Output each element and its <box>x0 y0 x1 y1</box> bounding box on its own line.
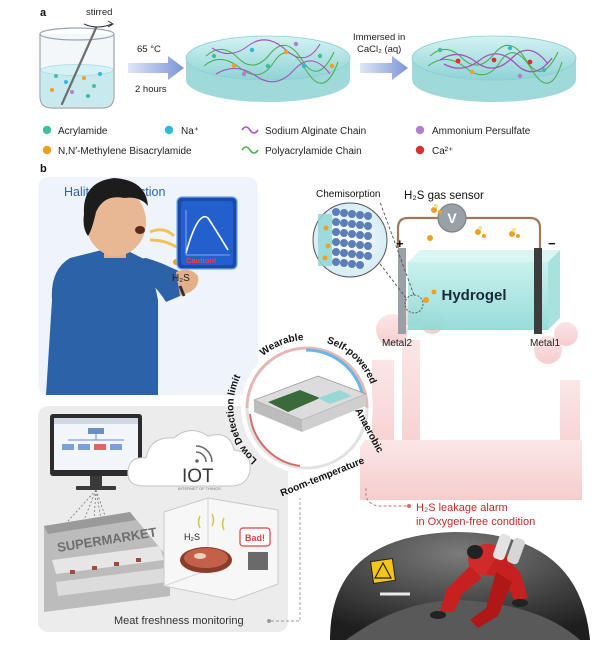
stir-arrow-icon <box>83 23 113 28</box>
panel-b-label: b <box>40 163 47 175</box>
chemisorption-label: Chemisorption <box>316 189 380 200</box>
legend-swatch-3 <box>415 125 425 135</box>
step1-time: 2 hours <box>135 84 167 95</box>
h2s-sensor-panel: H₂S gas sensor V + − <box>367 190 560 334</box>
step2-line1: Immersed in <box>353 32 405 43</box>
legend-swatch-5 <box>241 146 259 154</box>
meat-connector <box>271 498 301 622</box>
supermarket <box>44 512 170 612</box>
iot-cloud <box>127 430 251 487</box>
firefighter <box>430 533 528 628</box>
process-arrow-1-icon <box>128 56 184 80</box>
factory-background <box>360 298 582 500</box>
leakage-connector <box>365 488 408 507</box>
meat-freshness-caption: Meat freshness monitoring <box>114 615 244 627</box>
plus-terminal-label: + <box>396 236 404 251</box>
legend-item-mba: N,N′-Methylene Bisacrylamide <box>58 146 192 157</box>
stirred-label: stirred <box>86 7 112 18</box>
panel-a-label: a <box>40 7 47 19</box>
person-h2s-label: H₂S <box>172 273 190 284</box>
warning-sign-icon <box>370 558 396 584</box>
meat-box <box>163 497 279 601</box>
process-arrow-2-icon <box>360 56 408 80</box>
metal1-label: Metal1 <box>530 338 560 349</box>
hydrogel-dish <box>411 35 577 102</box>
beaker <box>39 26 115 109</box>
metal2-label: Metal2 <box>382 338 412 349</box>
caution-text: Caution! <box>186 256 216 265</box>
legend-item-sodium-alginate: Sodium Alginate Chain <box>265 126 366 137</box>
leakage-title: H₂S leakage alarm <box>416 502 508 514</box>
legend-item-ammonium-persulfate: Ammonium Persulfate <box>432 126 531 137</box>
legend-swatch-1 <box>164 125 174 135</box>
legend-item-na: Na⁺ <box>181 126 199 137</box>
legend-item-ca: Ca²⁺ <box>432 146 453 157</box>
person-illustration <box>46 178 199 395</box>
legend-item-acrylamide: Acrylamide <box>58 126 108 137</box>
hydrogel-label: Hydrogel <box>441 287 506 304</box>
sensor-title: H₂S gas sensor <box>404 190 484 202</box>
legend-swatch-6 <box>415 145 425 155</box>
wifi-icon <box>195 459 199 463</box>
property-ring <box>241 342 373 474</box>
monitor <box>50 414 142 490</box>
voltmeter-label: V <box>447 210 457 226</box>
legend-swatch-4 <box>42 145 52 155</box>
legend-swatch-0 <box>42 125 52 135</box>
step1-temperature: 65 °C <box>137 44 161 55</box>
legend-swatch-2 <box>241 126 259 134</box>
meat-h2s-label: H₂S <box>184 532 200 542</box>
step2-line2: CaCl₂ (aq) <box>357 44 401 55</box>
pregel-dish <box>185 35 351 102</box>
chemisorption-lens <box>312 202 388 278</box>
legend-item-polyacrylamide: Polyacrylamide Chain <box>265 146 362 157</box>
iot-subtitle: INTERNET OF THINGS <box>178 486 221 491</box>
caution-display <box>176 196 238 270</box>
minus-terminal-label: − <box>548 236 556 251</box>
voltmeter-icon <box>437 203 467 233</box>
stir-arrowhead-icon <box>107 20 114 28</box>
iot-label: IOT <box>182 466 214 487</box>
leakage-subtitle: in Oxygen-free condition <box>416 516 535 528</box>
legend: Acrylamide Na⁺ Sodium Alginate Chain Amm… <box>42 125 531 157</box>
bad-label: Bad! <box>245 533 265 543</box>
